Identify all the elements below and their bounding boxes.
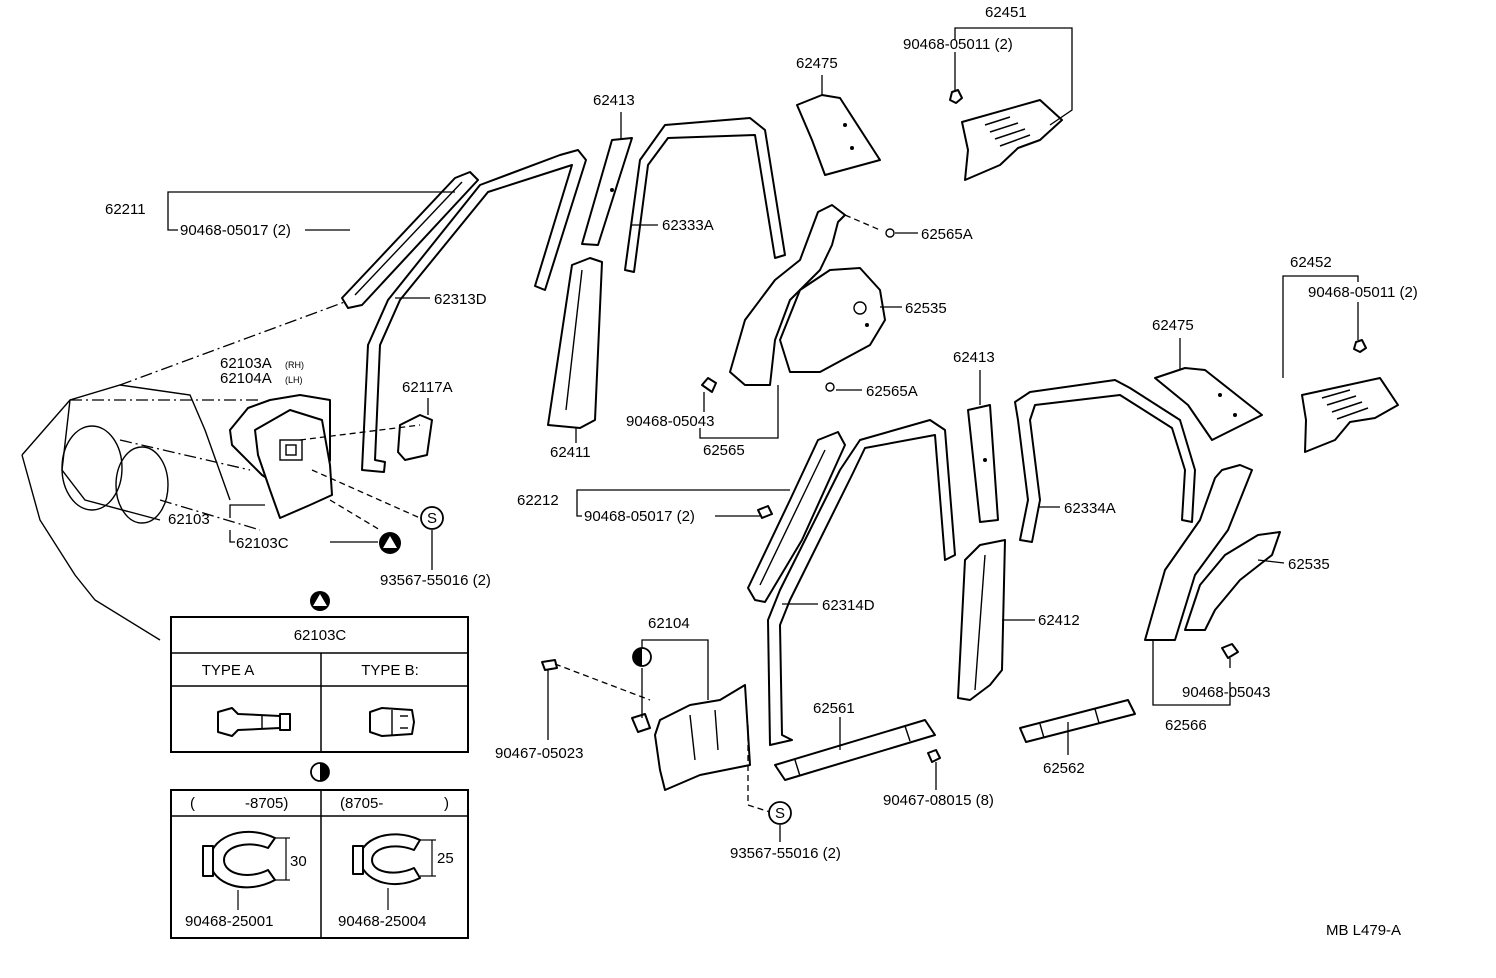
clip-90468-25004: 25 90468-25004	[338, 833, 454, 930]
svg-text:S: S	[427, 510, 437, 527]
label-93567-55016-b: 93567-55016 (2)	[730, 845, 841, 862]
label-62566: 62566	[1165, 717, 1207, 734]
svg-text:25: 25	[437, 850, 454, 867]
label-62413-a: 62413	[593, 92, 635, 109]
table-a-title: 62103C	[294, 627, 347, 644]
front-pillar-garnish	[341, 171, 479, 309]
car-body-outline	[21, 299, 351, 641]
label-62313D: 62313D	[434, 291, 487, 308]
weatherstrip-62333A	[624, 117, 786, 273]
label-62412: 62412	[1038, 612, 1080, 629]
label-62104A: 62104A	[220, 370, 272, 387]
label-90467-05023: 90467-05023	[495, 745, 583, 762]
label-ref-code: MB L479-A	[1326, 922, 1401, 939]
rear-package-panel-62452	[1301, 339, 1399, 453]
scuff-plate-62562	[1019, 699, 1136, 743]
label-62104: 62104	[648, 615, 690, 632]
label-62452: 62452	[1290, 254, 1332, 271]
table-b-col1-open: (	[190, 795, 195, 812]
pillar-trim-62413-lower	[967, 404, 999, 523]
table-a-col1: TYPE A	[202, 662, 255, 679]
scuff-plate-62561	[774, 719, 941, 781]
svg-text:90468-25004: 90468-25004	[338, 913, 426, 930]
part-labels: 62451 90468-05011 (2) 62475 62413 62211 …	[105, 4, 1418, 939]
label-62565A-b: 62565A	[866, 383, 918, 400]
leader-lines	[167, 27, 1359, 842]
weatherstrip-62314D	[767, 419, 956, 746]
label-62451: 62451	[985, 4, 1027, 21]
label-90468-05011-a: 90468-05011 (2)	[903, 36, 1013, 53]
svg-text:S: S	[775, 805, 785, 822]
label-90468-05011-b: 90468-05011 (2)	[1308, 284, 1418, 301]
label-62565: 62565	[703, 442, 745, 459]
symbol-s-lower: S	[768, 801, 792, 825]
rear-package-panel-62451	[949, 89, 1063, 181]
label-62314D: 62314D	[822, 597, 875, 614]
label-62103A-rh: (RH)	[285, 360, 304, 370]
table-b-col2-open: (8705-	[340, 795, 383, 812]
label-90468-05017-b: 90468-05017 (2)	[584, 508, 695, 525]
quarter-panel-62566	[1144, 464, 1281, 659]
label-62475-b: 62475	[1152, 317, 1194, 334]
label-62565A-a: 62565A	[921, 226, 973, 243]
table-b-col1-close: -8705)	[245, 795, 288, 812]
symbol-s-upper: S	[420, 506, 444, 530]
label-62333A: 62333A	[662, 217, 714, 234]
table-62103C: 62103C TYPE A TYPE B:	[170, 616, 469, 753]
label-62103A: 62103A	[220, 355, 272, 372]
label-93567-55016-a: 93567-55016 (2)	[380, 572, 491, 589]
label-62411: 62411	[550, 444, 591, 461]
quarter-trim-62475-lower	[1154, 367, 1263, 441]
center-pillar-62411	[547, 257, 603, 429]
label-90468-05017-a: 90468-05017 (2)	[180, 222, 291, 239]
lower-pillar-62412	[957, 539, 1006, 701]
label-62475-a: 62475	[796, 55, 838, 72]
label-90467-08015: 90467-08015 (8)	[883, 792, 994, 809]
label-62334A: 62334A	[1064, 500, 1116, 517]
quarter-panel-62565	[701, 204, 895, 393]
svg-text:90468-25001: 90468-25001	[185, 913, 273, 930]
label-90468-05043-a: 90468-05043	[626, 413, 714, 430]
table-clips: ( -8705) (8705- ) 30 90468-25001 25 9046…	[170, 789, 469, 939]
half-circle-symbol-62104	[632, 647, 652, 667]
label-62413-b: 62413	[953, 349, 995, 366]
front-door-weatherstrip	[361, 149, 587, 473]
kick-panel-62103	[229, 394, 421, 531]
label-62103: 62103	[168, 511, 210, 528]
clip-type-b	[369, 707, 415, 737]
svg-text:30: 30	[290, 853, 307, 870]
pillar-trim-62413-upper	[581, 137, 633, 246]
clip-type-a	[217, 707, 291, 737]
triangle-symbol-table	[310, 591, 330, 611]
table-a-col2: TYPE B:	[361, 662, 419, 679]
weatherstrip-62334A	[1014, 379, 1196, 543]
quarter-trim-62475-upper	[796, 94, 881, 176]
center-pillar-62212	[747, 431, 846, 603]
label-62104A-lh: (LH)	[285, 375, 303, 385]
table-b-col2-close: )	[444, 795, 449, 812]
label-62535-a: 62535	[905, 300, 947, 317]
triangle-symbol-62103C	[379, 532, 401, 554]
clip-90468-25001: 30 90468-25001	[185, 830, 307, 930]
label-62561: 62561	[813, 700, 855, 717]
label-62212: 62212	[517, 492, 559, 509]
half-circle-symbol-table	[310, 762, 330, 782]
label-62103C: 62103C	[236, 535, 289, 552]
label-62562: 62562	[1043, 760, 1085, 777]
label-90468-05043-b: 90468-05043	[1182, 684, 1270, 701]
label-62117A: 62117A	[402, 379, 453, 396]
kick-panel-62104	[541, 659, 771, 813]
label-62535-b: 62535	[1288, 556, 1330, 573]
label-62211: 62211	[105, 201, 146, 218]
cover-62117A	[397, 414, 433, 461]
